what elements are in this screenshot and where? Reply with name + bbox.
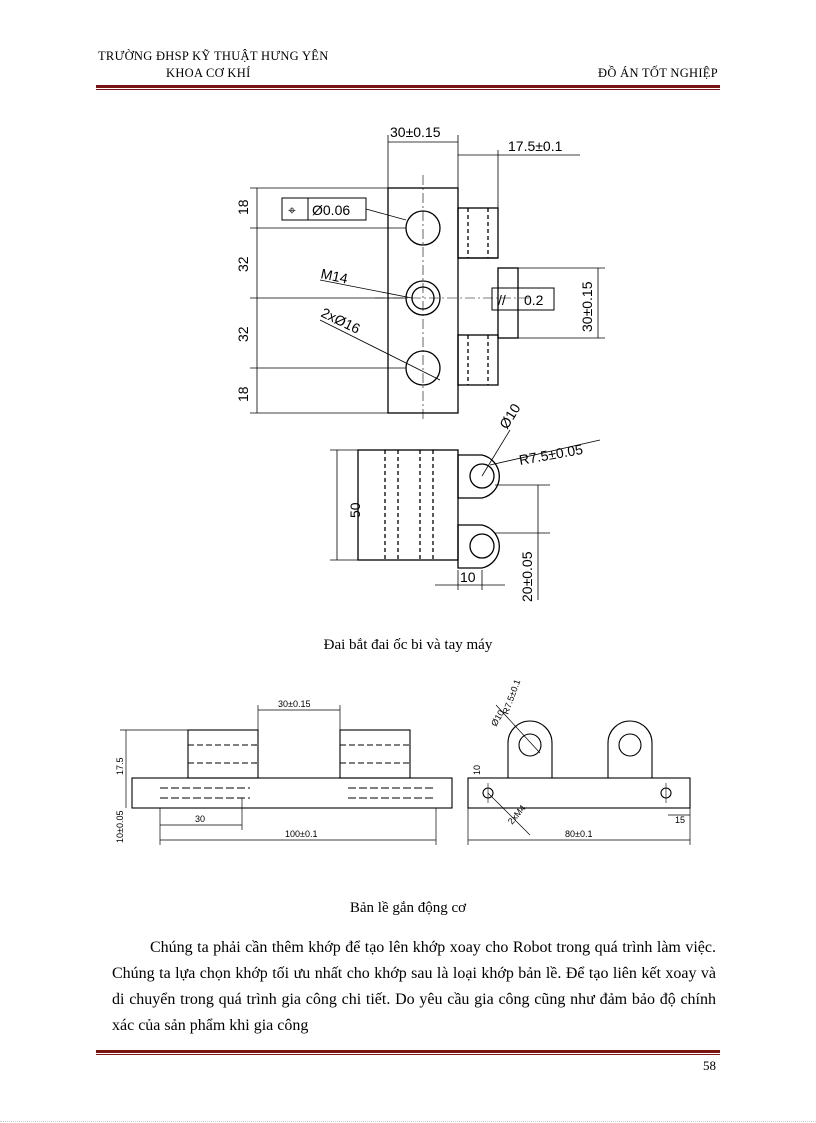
fig2-dim-m4: 2xM4 — [506, 803, 528, 826]
fig1-dim-radius: R7.5±0.05 — [518, 441, 585, 468]
fig2-dim-radius: R7.5±0.1 — [500, 678, 522, 716]
fig2-ear-right — [607, 720, 653, 778]
fig1-dim-holes: 2xØ16 — [319, 304, 363, 337]
fig1-gdt-parallel-symbol: // — [498, 292, 506, 308]
fig2-dim-h10b: 10 — [472, 765, 482, 775]
fig1-dim-hole-small: Ø10 — [496, 400, 524, 431]
fig2-bracket-right — [339, 729, 411, 779]
fig2-base-plate — [131, 777, 453, 809]
page-number: 58 — [703, 1058, 716, 1073]
figure1-caption: Đai bắt đai ốc bi và tay máy — [323, 637, 493, 653]
fig2-dim-w80: 80±0.1 — [565, 829, 592, 839]
fig1-gdt-position-value: Ø0.06 — [312, 202, 350, 218]
fig2-bracket-left — [187, 729, 259, 779]
fig1-front-block — [357, 449, 459, 561]
fig1-dim-side-width: 17.5±0.1 — [508, 138, 563, 154]
header-doc-type: ĐỒ ÁN TỐT NGHIỆP — [598, 66, 718, 80]
fig2-dim-w15: 15 — [675, 815, 685, 825]
fig2-dim-h17: 17.5 — [115, 757, 125, 775]
header-rule — [96, 85, 720, 90]
figure2-caption: Bản lề gắn động cơ — [349, 900, 467, 916]
fig1-dim-thread: M14 — [319, 265, 349, 286]
fig2-ear-left — [507, 720, 553, 778]
fig2-side-base — [467, 777, 691, 809]
fig2-dim-top-width: 30±0.15 — [278, 699, 310, 709]
fig1-dim-50: 50 — [347, 502, 363, 518]
fig1-dim-32a: 32 — [235, 256, 251, 272]
page-edge — [0, 1121, 816, 1122]
header-faculty: KHOA CƠ KHÍ — [166, 66, 251, 80]
fig1-dim-18b: 18 — [235, 386, 251, 402]
fig1-dim-32b: 32 — [235, 326, 251, 342]
figure1-drawing: 30±0.15 17.5±0.1 ⌖ Ø0.06 // 0.2 18 32 32… — [235, 124, 605, 602]
body-paragraph: Chúng ta phải cần thêm khớp để tạo lên k… — [112, 939, 716, 1034]
fig1-hinge-bottom — [457, 334, 499, 386]
fig1-gdt-position-symbol: ⌖ — [288, 202, 296, 218]
header-school: TRƯỜNG ĐHSP KỸ THUẬT HƯNG YÊN — [98, 49, 329, 63]
fig1-dim-20: 20±0.05 — [519, 551, 535, 602]
fig2-dim-total: 100±0.1 — [285, 829, 317, 839]
fig1-dim-10: 10 — [460, 569, 476, 585]
figure2-drawing: 30±0.15 17.5 10±0.05 30 100±0.1 R7.5±0.1… — [115, 678, 691, 845]
fig1-hinge-top — [457, 207, 499, 259]
fig1-dim-top-width: 30±0.15 — [390, 124, 441, 140]
footer-rule — [96, 1050, 720, 1055]
fig1-dim-right-height: 30±0.15 — [579, 281, 595, 332]
fig1-gdt-parallel-value: 0.2 — [524, 292, 544, 308]
fig1-dim-18a: 18 — [235, 199, 251, 215]
fig2-dim-h10: 10±0.05 — [115, 811, 125, 843]
fig2-dim-w30: 30 — [195, 814, 205, 824]
